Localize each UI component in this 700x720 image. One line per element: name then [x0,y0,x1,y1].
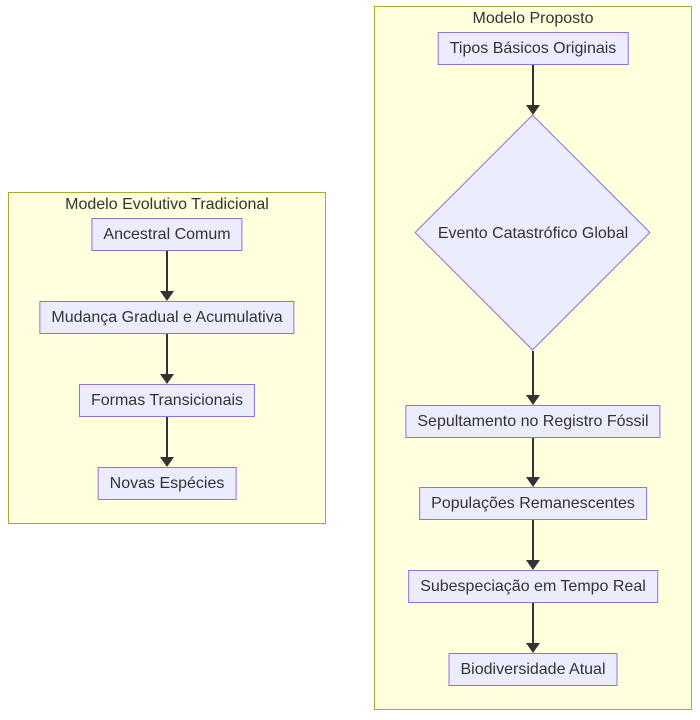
cluster-title: Modelo Evolutivo Tradicional [65,196,269,213]
node-populacoes-remanescentes: Populações Remanescentes [419,487,647,520]
arrow-down-icon [526,65,540,115]
arrow-down-icon [160,334,174,384]
arrow-down-icon [160,251,174,301]
arrowhead-icon [526,643,540,653]
arrowhead-icon [526,477,540,487]
arrowhead-icon [526,105,540,115]
node-sepultamento-registro-fossil: Sepultamento no Registro Fóssil [405,405,661,438]
cluster-title: Modelo Proposto [472,10,594,27]
node-tipos-basicos-originais: Tipos Básicos Originais [437,32,629,65]
arrow-shaft [532,65,534,105]
arrow-shaft [532,438,534,477]
arrow-shaft [166,334,168,374]
arrow-down-icon [526,603,540,653]
arrow-shaft [166,251,168,291]
arrow-shaft [532,520,534,560]
node-biodiversidade-atual: Biodiversidade Atual [448,653,618,686]
arrow-down-icon [160,417,174,467]
arrow-shaft [532,351,534,395]
arrowhead-icon [160,457,174,467]
arrowhead-icon [526,395,540,405]
node-ancestral-comum: Ancestral Comum [91,218,243,251]
arrow-shaft [166,417,168,457]
node-mudanca-gradual: Mudança Gradual e Acumulativa [39,301,295,334]
arrowhead-icon [160,374,174,384]
node-novas-especies: Novas Espécies [97,467,237,500]
arrow-down-icon [526,520,540,570]
arrowhead-icon [526,560,540,570]
decision-diamond-label: Evento Catastrófico Global [437,225,629,242]
arrow-down-icon [526,351,540,405]
arrow-shaft [532,603,534,643]
arrow-down-icon [526,438,540,487]
arrowhead-icon [160,291,174,301]
node-subespeciacao-tempo-real: Subespeciação em Tempo Real [408,570,658,603]
node-formas-transicionais: Formas Transicionais [78,384,256,417]
